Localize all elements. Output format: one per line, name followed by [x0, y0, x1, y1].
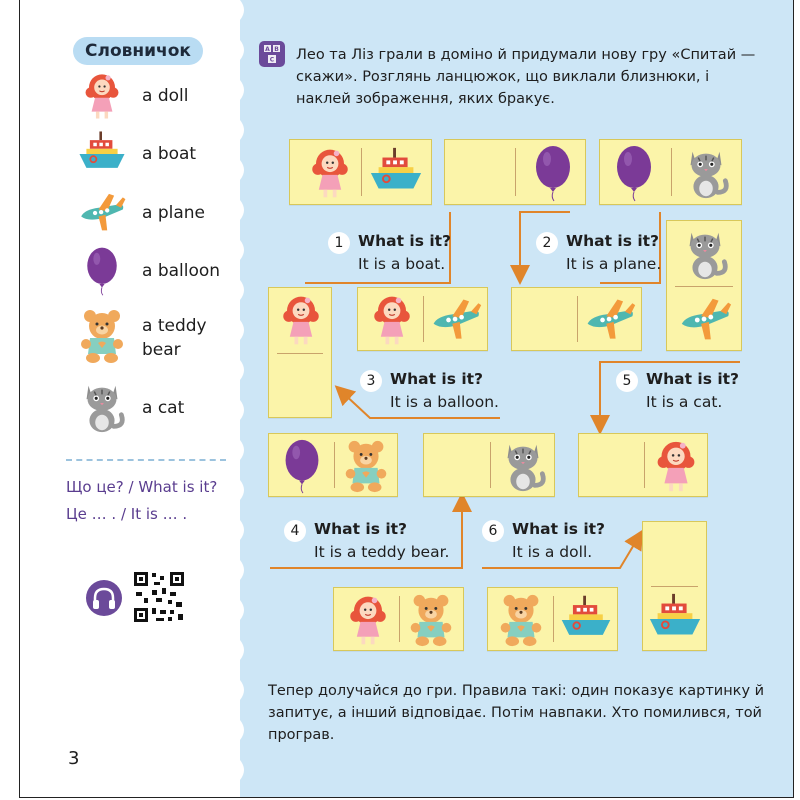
qr-code-icon[interactable]	[132, 570, 186, 624]
domino-tile	[642, 521, 707, 651]
dialogue-2: 2 What is it? It is a plane.	[536, 230, 686, 280]
dialogue-question: What is it?	[358, 232, 452, 250]
phrase-question: Що це? / What is it?	[66, 478, 218, 496]
domino-tile	[268, 287, 332, 418]
arrow-2	[600, 212, 661, 284]
arrow-5	[590, 361, 740, 435]
dialogue-answer: It is a cat.	[646, 393, 723, 411]
page-number: 3	[68, 748, 80, 769]
instruction-text: Лео та Ліз грали в доміно й придумали но…	[296, 47, 756, 107]
vocab-item-plane: a plane	[72, 187, 232, 239]
vocab-label-line2: bear	[142, 340, 181, 360]
dialogue-number: 1	[328, 232, 350, 254]
dialogue-question: What is it?	[566, 232, 660, 250]
domino-tile	[444, 139, 586, 205]
domino-tile	[333, 587, 464, 651]
dialogue-answer: It is a boat.	[358, 255, 446, 273]
domino-tile	[423, 433, 555, 497]
dialogue-number: 3	[360, 370, 382, 392]
dialogue-number: 5	[616, 370, 638, 392]
dialogue-answer: It is a balloon.	[390, 393, 499, 411]
arrow-4	[270, 492, 472, 569]
vocab-item-balloon: a balloon	[72, 245, 232, 297]
sidebar-divider	[66, 459, 226, 461]
vocab-label-line1: a teddy	[142, 316, 207, 336]
vocab-item-boat: a boat	[72, 128, 232, 180]
domino-tile	[511, 287, 642, 351]
dialogue-number: 6	[482, 520, 504, 542]
dialogue-question: What is it?	[390, 370, 484, 388]
vocab-item-doll: a doll	[72, 70, 232, 122]
domino-tile	[289, 139, 432, 205]
vocab-label: a plane	[142, 203, 205, 223]
arrow-6	[482, 529, 644, 569]
wavy-edge	[228, 0, 244, 797]
dialogue-answer: It is a doll.	[512, 543, 593, 561]
dialogue-3: 3 What is it? It is a balloon.	[360, 368, 520, 418]
vocab-label: a boat	[142, 144, 197, 164]
arrow-3	[334, 385, 500, 419]
vocab-item-cat: a cat	[72, 378, 232, 436]
arrow-2-head	[510, 211, 570, 285]
vocab-label: a cat	[142, 398, 185, 418]
dialogue-4: 4 What is it? It is a teddy bear.	[284, 518, 464, 568]
domino-tile	[578, 433, 708, 497]
dialogue-5: 5 What is it? It is a cat.	[616, 368, 766, 418]
dialogue-question: What is it?	[314, 520, 408, 538]
domino-tile	[268, 433, 398, 497]
dialogue-question: What is it?	[646, 370, 740, 388]
dialogue-number: 4	[284, 520, 306, 542]
dialogue-answer: It is a plane.	[566, 255, 662, 273]
exercise-panel	[240, 0, 793, 797]
domino-tile	[357, 287, 488, 351]
phrase-answer: Це … . / It is … .	[66, 505, 188, 523]
page-border	[19, 0, 794, 798]
domino-tile	[487, 587, 618, 651]
domino-tile	[666, 220, 742, 351]
vocab-item-teddy-bear: a teddy bear	[72, 306, 232, 366]
dialogue-1: 1 What is it? It is a boat.	[328, 230, 478, 280]
dialogue-number: 2	[536, 232, 558, 254]
vocab-label: a balloon	[142, 261, 221, 281]
headphones-icon[interactable]	[86, 580, 122, 616]
vocab-label: a doll	[142, 86, 189, 106]
domino-tile	[599, 139, 742, 205]
arrow-1	[305, 212, 451, 284]
vocabulary-title: Словничок	[73, 37, 203, 65]
dialogue-answer: It is a teddy bear.	[314, 543, 450, 561]
vocab-label: a teddy bear	[142, 314, 207, 362]
dialogue-6: 6 What is it? It is a doll.	[482, 518, 632, 568]
dialogue-question: What is it?	[512, 520, 606, 538]
game-rules-text: Тепер долучайся до гри. Правила такі: од…	[268, 683, 765, 743]
